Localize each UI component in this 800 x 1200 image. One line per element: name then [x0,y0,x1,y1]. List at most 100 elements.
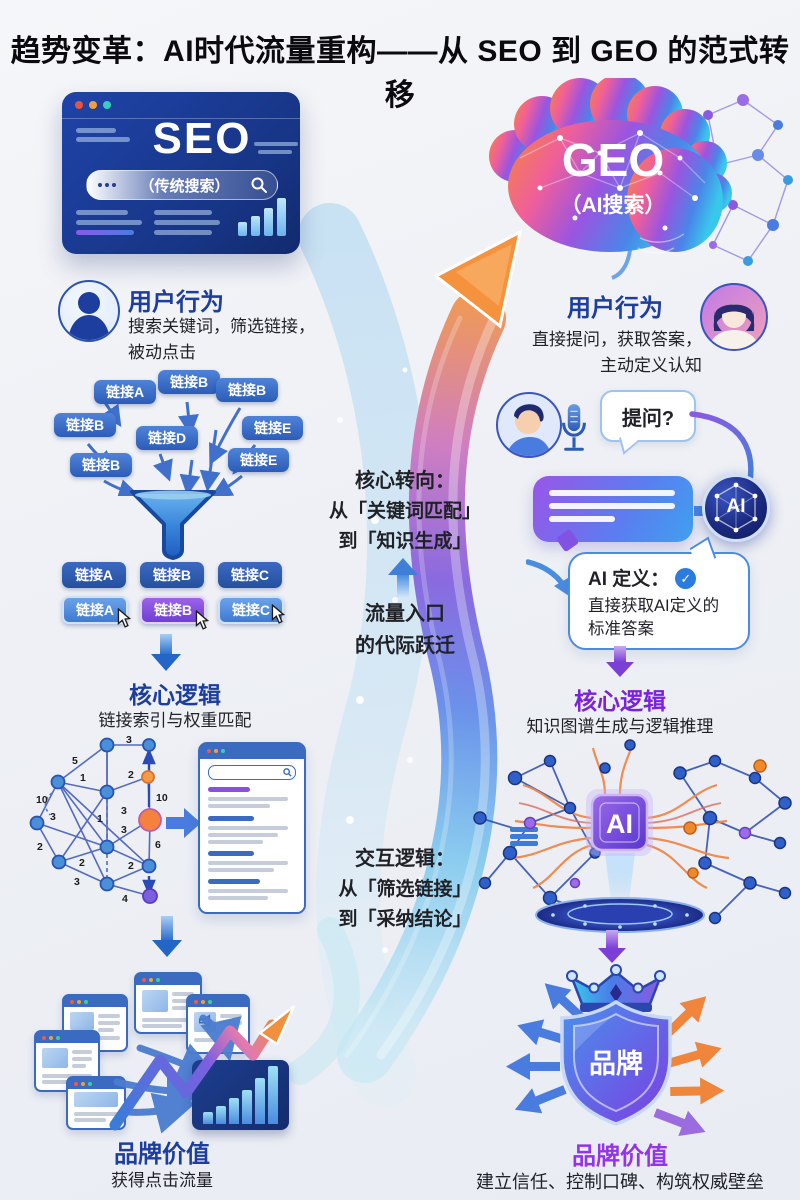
skeleton-line [258,150,292,154]
svg-text:2: 2 [128,860,134,872]
geo-core-logic-subtitle: 知识图谱生成与逻辑推理 [526,717,714,736]
definition-title: AI 定义： [588,569,670,590]
leap-line: 的代际跃迁 [355,635,455,657]
svg-text:3: 3 [126,735,132,746]
serp-link-chip: 链接B [140,562,204,588]
svg-text:2: 2 [128,769,134,781]
geo-brand-subtitle: 建立信任、控制口碑、构筑权威壁垒 [476,1172,764,1192]
serp-link-chip-clicked: 链接A [62,596,128,624]
seo-user-avatar [58,280,120,342]
seo-label: SEO [152,114,252,163]
down-arrow-purple [606,646,634,677]
seo-brand-subtitle: 获得点击流量 [111,1171,213,1190]
svg-text:10: 10 [156,792,168,804]
growth-arrow [109,1005,296,1131]
result-line [208,840,263,844]
result-line [208,861,288,865]
ai-network-icon [714,482,758,533]
result-title-bar [208,851,254,856]
svg-text:2: 2 [37,841,43,853]
result-line [208,896,268,900]
seo-core-logic-heading: 核心逻辑 [129,682,221,708]
result-line [208,889,288,893]
interaction-logic-text: 交互逻辑： 从「筛选链接」 到「采纳结论」 [318,843,492,936]
ellipsis-icon [98,183,119,187]
core-shift-line: 从「关键词匹配」 [328,501,481,522]
funnel-icon [130,490,216,560]
desc-line: 被动点击 [128,342,196,362]
link-scatter-arrows [86,397,257,496]
svg-text:3: 3 [121,824,127,836]
result-title-bar [208,816,254,821]
down-arrow [152,916,182,957]
svg-text:3: 3 [121,805,127,817]
brand-shield: 品牌 [560,1000,672,1126]
serp-link-chip: 链接A [62,562,126,588]
geo-user-behavior: 用户行为 直接提问，获取答案， 主动定义认知 [528,288,702,378]
svg-text:3: 3 [50,811,56,823]
mini-bar-chart [238,196,294,236]
skeleton-line [76,220,142,225]
ai-model-icon: AI [702,474,770,542]
traffic-leap-text: 流量入口 的代际跃迁 [322,598,488,662]
question-bubble: 提问? [600,390,696,455]
geo-brand-heading: 品牌价值 [572,1143,668,1170]
cursor-icon [271,604,286,624]
seo-core-logic-subtitle: 链接索引与权重匹配 [98,711,252,730]
geo-core-logic-heading: 核心逻辑 [574,688,666,714]
result-line [208,797,288,801]
cursor-icon [195,610,210,630]
definition-line: 标准答案 [588,620,654,639]
link-graph: 3 5 1 2 10 10 3 1 3 3 2 6 2 2 3 4 [29,735,168,905]
link-chip: 链接B [216,378,279,402]
skeleton-line [154,210,212,215]
svg-text:10: 10 [36,794,48,806]
skeleton-line [76,137,130,142]
result-title-bar [208,879,260,884]
svg-text:6: 6 [155,839,161,851]
link-chip: 链接B [54,413,117,437]
seo-window-titlebar [62,92,300,119]
link-chip: 链接B [70,453,133,477]
link-chip: 链接A [94,380,157,404]
seo-user-behavior-desc: 搜索关键词，筛选链接， 被动点击 [128,314,318,365]
skeleton-line [154,230,212,235]
serp-link-chip: 链接C [218,562,282,588]
definition-line: 直接获取AI定义的 [588,597,720,615]
leap-line: 流量入口 [365,603,445,625]
seo-subtitle: （传统搜索） [139,177,230,195]
core-shift-text: 核心转向： 从「关键词匹配」 到「知识生成」 [322,465,488,558]
svg-text:2: 2 [79,857,85,869]
up-arrow [388,558,418,597]
svg-text:3: 3 [74,876,80,888]
ai-chip-network: AI [473,739,792,933]
svg-text:5: 5 [72,755,78,767]
down-arrow [151,634,181,671]
seo-user-behavior-heading: 用户行为 [128,289,224,316]
result-line [208,804,270,808]
search-icon [251,177,267,193]
server-icon [510,827,538,846]
check-icon: ✓ [675,568,697,589]
woman-icon [708,304,760,349]
geo-user-behavior-heading: 用户行为 [567,295,663,322]
down-arrow-purple [598,930,626,963]
right-arrow [166,808,201,838]
svg-text:4: 4 [122,893,128,905]
serp-link-chip-selected: 链接B [140,596,206,624]
answer-chat-bubble [533,476,693,553]
link-chip: 链接B [158,370,221,394]
window-dot-red [207,749,211,753]
question-text: 提问? [621,407,675,430]
window-dot-red [75,101,83,109]
search-icon [283,767,292,777]
link-chip: 链接E [242,416,304,440]
ai-badge-text: AI [726,496,746,517]
page-title: 趋势变革：AI时代流量重构——从 SEO 到 GEO 的范式转移 [10,35,790,112]
skeleton-line [154,220,220,225]
result-line [208,868,274,872]
svg-text:AI: AI [606,809,633,839]
skeleton-line [76,210,128,215]
asking-user-avatar [496,392,562,458]
